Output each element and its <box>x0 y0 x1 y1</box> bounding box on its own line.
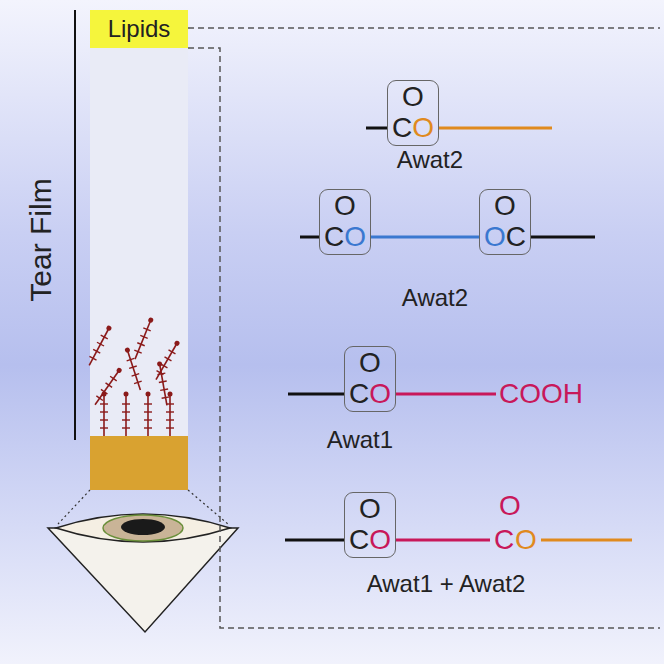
bond-lines <box>285 128 632 540</box>
ester-box: OCO <box>319 189 371 255</box>
atom-label: C <box>349 379 369 410</box>
atom-label: C <box>324 222 344 253</box>
lipids-box: Lipids <box>90 10 188 48</box>
lipid-molecules <box>86 316 182 436</box>
atom-label: O <box>344 222 366 253</box>
ester-box: OCO <box>387 80 439 146</box>
atom-row: O <box>349 494 391 525</box>
cornea-layer <box>90 436 188 490</box>
enzyme-label: Awat1 <box>327 427 393 453</box>
atom-label: O <box>369 379 391 410</box>
atom-label: O <box>359 494 381 525</box>
atom-row: OC <box>484 222 526 253</box>
group-label: COOH <box>499 379 583 410</box>
atom-label: O <box>494 191 516 222</box>
enzyme-label: Awat2 <box>397 147 463 173</box>
axis-line <box>74 10 76 440</box>
atom-label: O <box>499 491 521 522</box>
layer-label: Lipids <box>108 15 171 43</box>
enzyme-label: Awat1 + Awat2 <box>367 571 526 597</box>
eye-illustration <box>48 514 238 632</box>
atom-label: C <box>392 113 412 144</box>
tear-film-column <box>90 48 188 438</box>
atom-row: O <box>484 191 526 222</box>
atom-label: O <box>484 222 506 253</box>
atom-row: O <box>324 191 366 222</box>
atom-row: CO <box>392 113 434 144</box>
ester-box: OCO <box>344 346 396 412</box>
atom-label: C <box>494 525 514 556</box>
axis-title: Tear Film <box>24 178 57 301</box>
dashed-bracket <box>188 28 660 628</box>
enzyme-label: Awat2 <box>402 285 468 311</box>
atom-row: O <box>349 348 391 379</box>
atom-label: O <box>369 525 391 556</box>
atom-label: O <box>402 82 424 113</box>
atom-label: O <box>359 348 381 379</box>
atom-row: CO <box>349 379 391 410</box>
atom-row: CO <box>324 222 366 253</box>
ester-box: OOC <box>479 189 531 255</box>
atom-row: O <box>392 82 434 113</box>
atom-label: O <box>412 113 434 144</box>
atom-label: C <box>506 222 526 253</box>
zoom-line <box>58 490 90 524</box>
atom-label: O <box>515 525 537 556</box>
ester-box: OCO <box>344 492 396 558</box>
atom-label: C <box>349 525 369 556</box>
atom-label: O <box>334 191 356 222</box>
atom-row: CO <box>349 525 391 556</box>
